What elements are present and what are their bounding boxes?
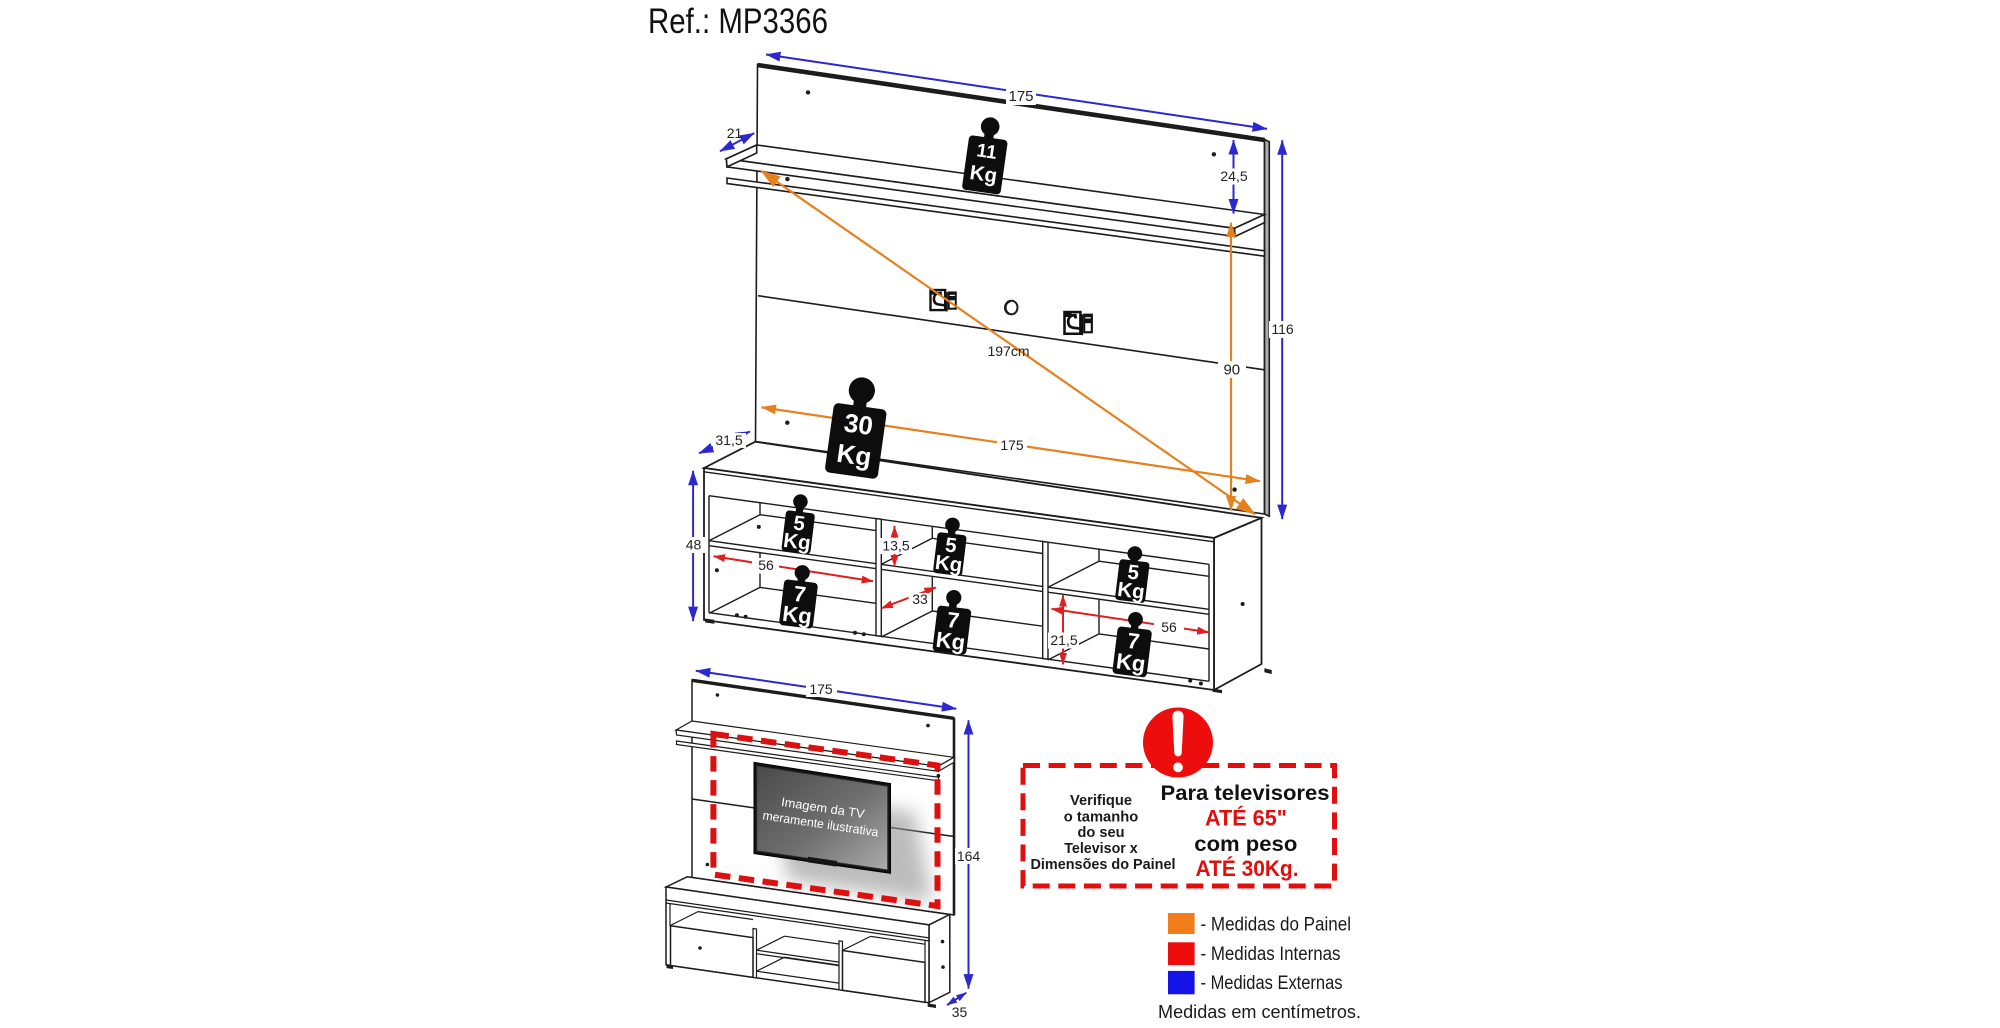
- svg-text:35: 35: [952, 1004, 968, 1020]
- svg-text:197cm: 197cm: [987, 343, 1029, 359]
- svg-text:31,5: 31,5: [715, 432, 742, 448]
- svg-text:Dimensões do Painel: Dimensões do Painel: [1031, 856, 1176, 873]
- svg-text:56: 56: [758, 557, 774, 573]
- svg-text:Kg: Kg: [1115, 648, 1147, 676]
- svg-text:116: 116: [1271, 321, 1294, 337]
- svg-text:Televisor x: Televisor x: [1064, 840, 1138, 857]
- svg-text:Kg: Kg: [1116, 578, 1146, 604]
- svg-text:- Medidas do Painel: - Medidas do Painel: [1201, 915, 1352, 936]
- svg-text:- Medidas Internas: - Medidas Internas: [1201, 944, 1341, 965]
- svg-text:175: 175: [1000, 437, 1024, 453]
- svg-text:Kg: Kg: [782, 529, 812, 555]
- svg-text:com peso: com peso: [1194, 833, 1297, 856]
- svg-text:24,5: 24,5: [1220, 168, 1247, 184]
- svg-text:Medidas em centímetros.: Medidas em centímetros.: [1158, 1002, 1361, 1022]
- svg-text:Kg: Kg: [934, 627, 966, 655]
- svg-text:Verifique: Verifique: [1070, 792, 1132, 809]
- svg-text:ATÉ 65": ATÉ 65": [1205, 805, 1287, 830]
- svg-text:7: 7: [1126, 628, 1141, 654]
- svg-text:30: 30: [842, 407, 875, 441]
- svg-text:5: 5: [1126, 560, 1140, 584]
- svg-text:175: 175: [1008, 88, 1033, 105]
- svg-text:Kg: Kg: [781, 601, 813, 629]
- svg-text:90: 90: [1223, 362, 1240, 379]
- svg-text:164: 164: [957, 848, 981, 864]
- svg-text:13,5: 13,5: [882, 538, 909, 554]
- svg-text:o tamanho: o tamanho: [1064, 808, 1139, 825]
- svg-text:175: 175: [809, 681, 833, 697]
- svg-text:7: 7: [946, 607, 961, 633]
- svg-text:21: 21: [727, 125, 743, 141]
- svg-text:21,5: 21,5: [1050, 632, 1077, 648]
- svg-text:Ref.: MP3366: Ref.: MP3366: [648, 2, 828, 41]
- svg-text:7: 7: [792, 581, 807, 607]
- svg-text:48: 48: [686, 537, 702, 553]
- svg-text:ATÉ 30Kg.: ATÉ 30Kg.: [1196, 856, 1299, 881]
- svg-text:Kg: Kg: [934, 551, 964, 577]
- svg-text:Kg: Kg: [835, 438, 874, 473]
- svg-text:5: 5: [792, 511, 806, 535]
- svg-text:5: 5: [944, 533, 958, 557]
- svg-text:Para televisores: Para televisores: [1161, 782, 1330, 805]
- svg-text:33: 33: [912, 591, 928, 607]
- svg-text:- Medidas Externas: - Medidas Externas: [1201, 973, 1343, 994]
- svg-text:do seu: do seu: [1078, 824, 1125, 841]
- svg-text:11: 11: [975, 140, 998, 164]
- svg-text:Kg: Kg: [968, 161, 998, 188]
- svg-text:56: 56: [1161, 619, 1177, 635]
